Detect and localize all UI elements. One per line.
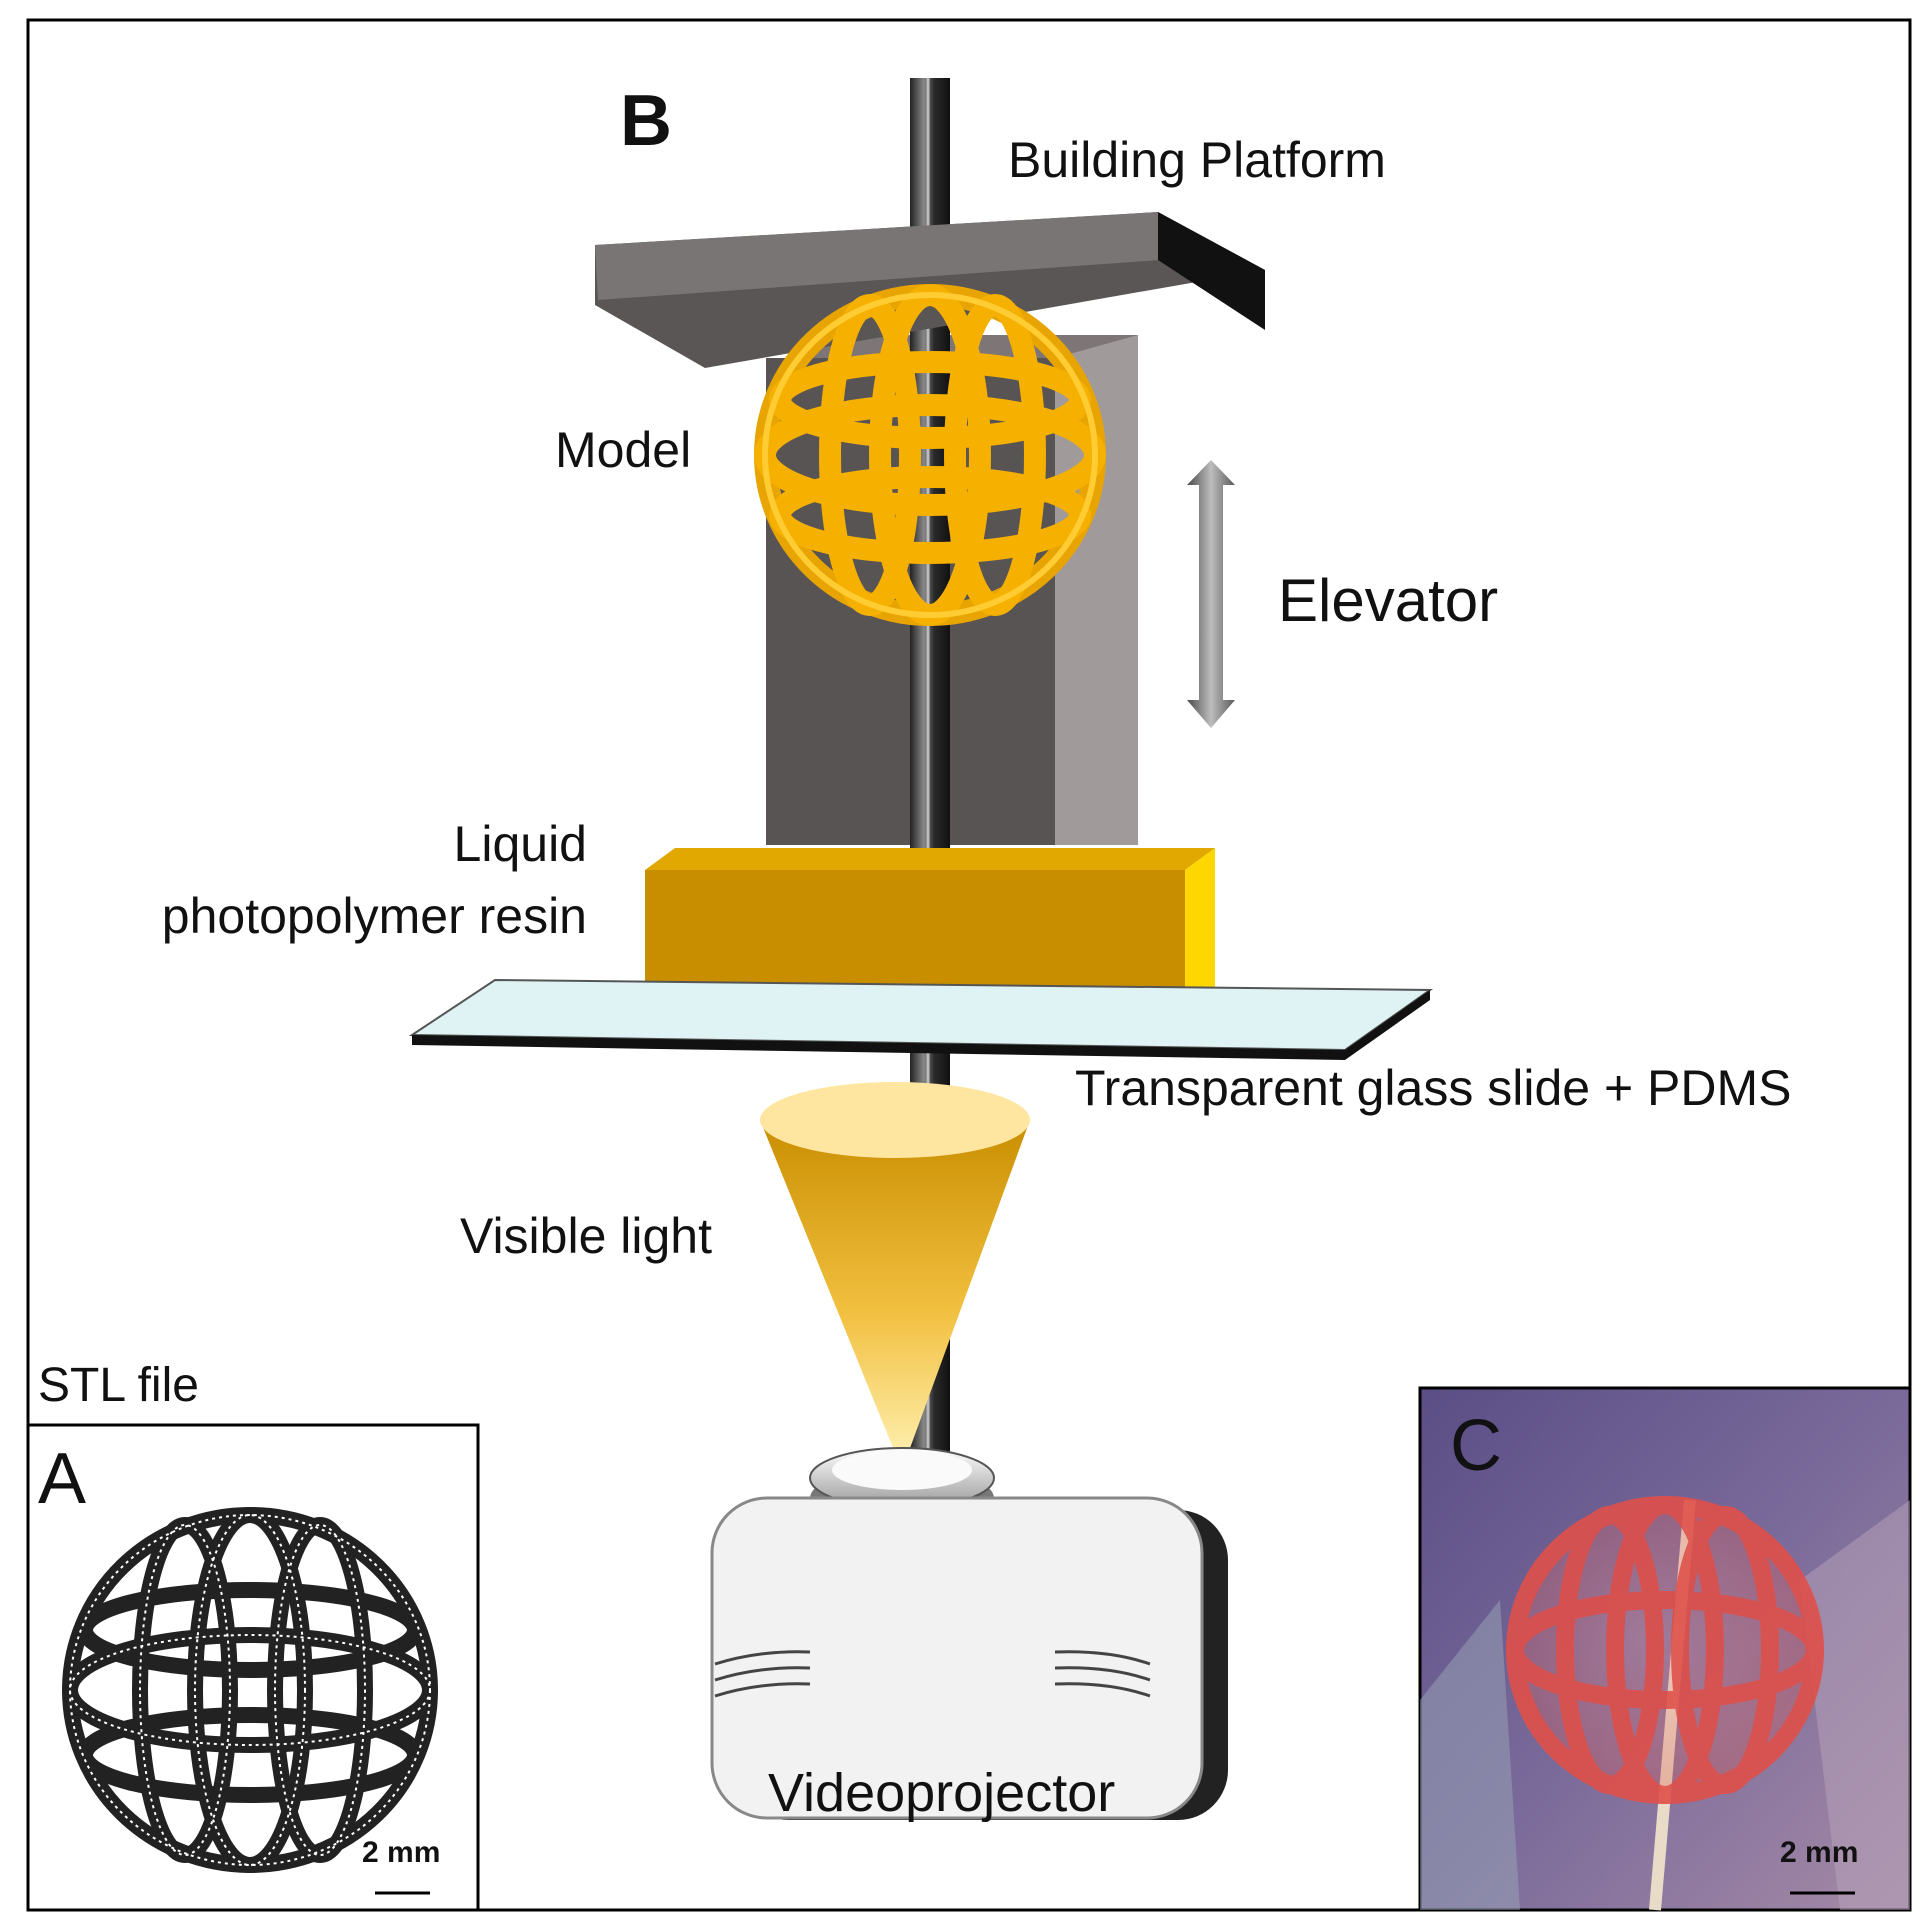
label-visible-light: Visible light [460, 1208, 713, 1264]
label-videoprojector: Videoprojector [768, 1763, 1116, 1823]
scale-label-c: 2 mm [1780, 1836, 1859, 1869]
label-elevator: Elevator [1278, 567, 1499, 634]
label-resin-line1: Liquid [453, 816, 587, 872]
label-stl-file: STL file [38, 1359, 199, 1412]
panel-a [26, 1423, 480, 1912]
scale-label-a: 2 mm [362, 1836, 441, 1869]
outer-frame [26, 18, 1912, 1912]
resin-vat [645, 848, 1215, 1012]
model-sphere [754, 284, 1106, 626]
panel-b-letter: B [620, 81, 672, 161]
glass-slide [408, 978, 1434, 1060]
printed-sphere [1506, 1496, 1824, 1804]
panel-c-letter: C [1450, 1406, 1502, 1486]
light-cone [760, 1082, 1030, 1470]
label-glass-slide: Transparent glass slide + PDMS [1075, 1060, 1792, 1116]
label-resin-line2: photopolymer resin [161, 888, 587, 944]
elevator-arrow [1187, 460, 1235, 728]
label-building-platform: Building Platform [1008, 132, 1386, 188]
panel-a-letter: A [38, 1439, 87, 1519]
label-model: Model [555, 422, 692, 478]
panel-c [1418, 1386, 1912, 1912]
videoprojector [710, 1447, 1228, 1820]
